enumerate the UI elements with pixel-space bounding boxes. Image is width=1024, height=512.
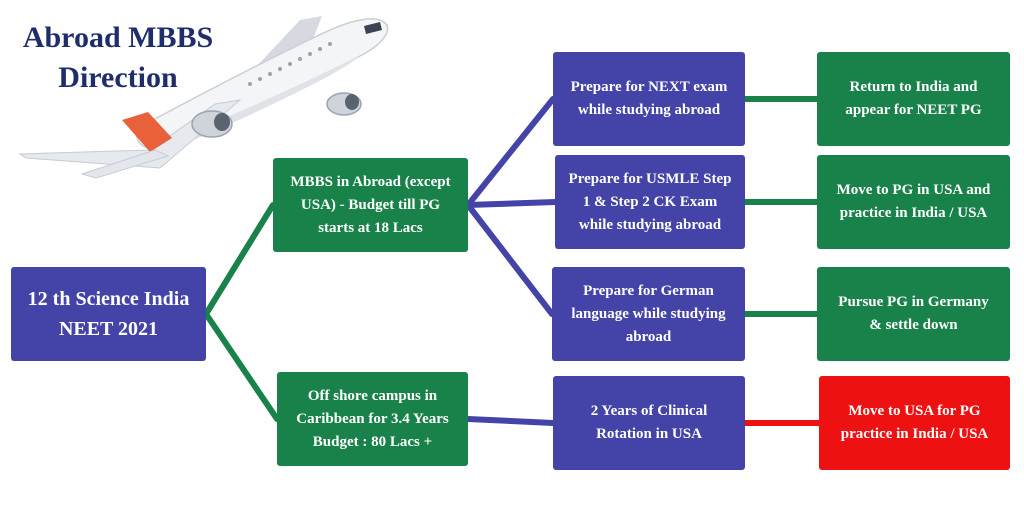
node-return-india: Return to India and appear for NEET PG (817, 52, 1010, 146)
node-mbbs-abroad-label: MBBS in Abroad (except USA) - Budget til… (290, 173, 451, 236)
edge-start-to-offshore (203, 311, 280, 422)
edge-start-to-mbbs_abroad (203, 202, 276, 317)
node-german-label: Prepare for German language while studyi… (571, 282, 726, 345)
airplane-icon (18, 16, 389, 179)
node-pg-germany: Pursue PG in Germany & settle down (817, 267, 1010, 361)
node-start-label: 12 th Science India NEET 2021 (27, 288, 190, 340)
node-usa-pg-label: Move to USA for PG practice in India / U… (840, 403, 989, 442)
node-offshore: Off shore campus in Caribbean for 3.4 Ye… (277, 372, 468, 466)
node-start: 12 th Science India NEET 2021 (11, 267, 206, 361)
node-mbbs-abroad: MBBS in Abroad (except USA) - Budget til… (273, 158, 468, 252)
node-usa-pg: Move to USA for PG practice in India / U… (819, 376, 1010, 470)
node-clinical-label: 2 Years of Clinical Rotation in USA (590, 403, 708, 442)
node-clinical: 2 Years of Clinical Rotation in USA (553, 376, 745, 470)
node-offshore-label: Off shore campus in Caribbean for 3.4 Ye… (296, 387, 449, 450)
title-line-1: Abroad MBBS (22, 21, 214, 54)
page-title: Abroad MBBS Direction (8, 18, 228, 98)
node-german: Prepare for German language while studyi… (552, 267, 745, 361)
node-usmle-label: Prepare for USMLE Step 1 & Step 2 CK Exa… (568, 170, 732, 233)
node-pg-usa-label: Move to PG in USA and practice in India … (836, 182, 991, 221)
edge-mbbs_abroad-to-next_exam (465, 96, 556, 208)
edge-offshore-to-clinical (465, 416, 556, 426)
title-line-2: Direction (58, 61, 178, 94)
edge-mbbs_abroad-to-usmle (465, 199, 558, 208)
node-next-exam: Prepare for NEXT exam while studying abr… (553, 52, 745, 146)
node-return-india-label: Return to India and appear for NEET PG (845, 79, 982, 118)
node-usmle: Prepare for USMLE Step 1 & Step 2 CK Exa… (555, 155, 745, 249)
node-pg-germany-label: Pursue PG in Germany & settle down (838, 294, 989, 333)
node-pg-usa: Move to PG in USA and practice in India … (817, 155, 1010, 249)
node-next-exam-label: Prepare for NEXT exam while studying abr… (570, 79, 728, 118)
edge-mbbs_abroad-to-german (465, 202, 555, 317)
